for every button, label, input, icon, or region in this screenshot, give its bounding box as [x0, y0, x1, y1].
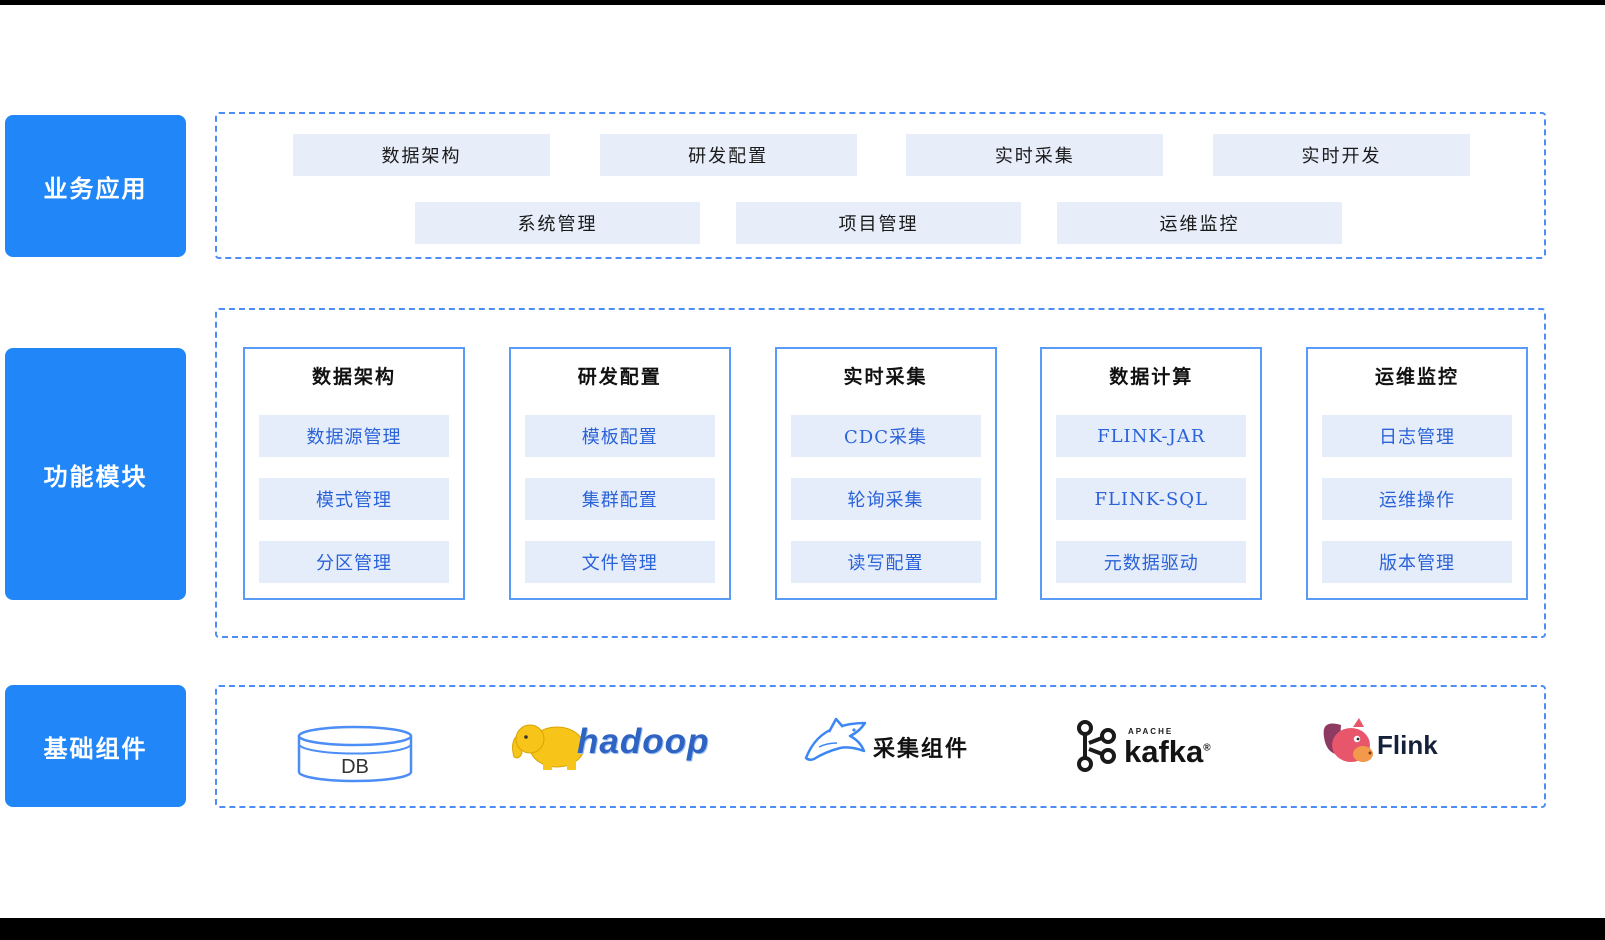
- module-column-data-architecture: 数据架构 数据源管理 模式管理 分区管理: [243, 347, 465, 600]
- module-column-title: 数据计算: [1109, 367, 1194, 388]
- kafka-apache-label: APACHE: [1128, 726, 1174, 736]
- app-chip-dev-config: 研发配置: [599, 134, 857, 176]
- section-label-business-apps: 业务应用: [5, 115, 186, 257]
- module-item: 轮询采集: [790, 478, 981, 520]
- hadoop-wordmark: hadoop: [577, 722, 710, 761]
- db-label: DB: [341, 756, 369, 778]
- module-column-title: 实时采集: [843, 367, 928, 388]
- app-chip-data-architecture: 数据架构: [293, 134, 550, 176]
- function-modules-panel: 数据架构 数据源管理 模式管理 分区管理 研发配置 模板配置 集群配置 文件管理…: [215, 308, 1546, 638]
- registered-mark: ®: [1203, 742, 1211, 754]
- flink-logo: Flink: [1319, 715, 1438, 771]
- base-components-panel: DB hadoop 采集组件: [215, 685, 1546, 808]
- kafka-logo: APACHE kafka®: [1073, 719, 1211, 773]
- section-label-function-modules: 功能模块: [5, 348, 186, 600]
- business-apps-panel: 数据架构 研发配置 实时采集 实时开发 系统管理 项目管理 运维监控: [215, 112, 1546, 259]
- business-apps-row-1: 数据架构 研发配置 实时采集 实时开发: [293, 134, 1470, 176]
- module-column-dev-config: 研发配置 模板配置 集群配置 文件管理: [508, 347, 731, 600]
- section-label-base-components: 基础组件: [5, 685, 186, 807]
- kafka-wordmark: kafka®: [1124, 733, 1211, 769]
- module-item: 版本管理: [1322, 541, 1512, 583]
- module-column-title: 数据架构: [311, 367, 396, 388]
- hadoop-elephant-icon: [512, 724, 585, 770]
- module-item: 读写配置: [790, 541, 981, 583]
- module-item: 运维操作: [1322, 478, 1512, 520]
- top-black-bar: [0, 0, 1605, 5]
- business-apps-row-2: 系统管理 项目管理 运维监控: [415, 202, 1342, 244]
- kafka-wordmark-block: APACHE kafka®: [1124, 726, 1211, 767]
- collector-logo: 采集组件: [799, 713, 969, 771]
- module-item: 集群配置: [524, 478, 715, 520]
- module-column-title: 研发配置: [577, 367, 662, 388]
- module-item: FLINK-SQL: [1056, 478, 1247, 520]
- app-chip-ops-monitor: 运维监控: [1057, 202, 1342, 244]
- bottom-black-bar: [0, 918, 1605, 940]
- module-item: 分区管理: [259, 541, 449, 583]
- module-column-data-compute: 数据计算 FLINK-JAR FLINK-SQL 元数据驱动: [1040, 347, 1263, 600]
- shark-icon: [804, 717, 867, 762]
- module-item: FLINK-JAR: [1056, 415, 1247, 457]
- module-item: 日志管理: [1322, 415, 1512, 457]
- app-chip-system-mgmt: 系统管理: [415, 202, 700, 244]
- module-column-title: 运维监控: [1374, 367, 1459, 388]
- db-logo: DB: [295, 723, 415, 785]
- flink-wordmark: Flink: [1377, 730, 1438, 760]
- module-item: 数据源管理: [259, 415, 449, 457]
- module-column-ops-monitor: 运维监控 日志管理 运维操作 版本管理: [1306, 347, 1528, 600]
- module-item: 文件管理: [524, 541, 715, 583]
- database-cylinder-icon: DB: [297, 725, 413, 783]
- module-item: 模板配置: [524, 415, 715, 457]
- module-item: CDC采集: [790, 415, 981, 457]
- app-chip-realtime-dev: 实时开发: [1212, 134, 1470, 176]
- hadoop-logo: hadoop: [509, 711, 709, 773]
- app-chip-realtime-collect: 实时采集: [906, 134, 1164, 176]
- module-columns: 数据架构 数据源管理 模式管理 分区管理 研发配置 模板配置 集群配置 文件管理…: [243, 347, 1528, 600]
- flink-squirrel-icon: [1323, 718, 1373, 762]
- module-item: 元数据驱动: [1056, 541, 1247, 583]
- module-item: 模式管理: [259, 478, 449, 520]
- module-column-realtime-collect: 实时采集 CDC采集 轮询采集 读写配置: [774, 347, 997, 600]
- app-chip-project-mgmt: 项目管理: [736, 202, 1021, 244]
- kafka-icon: [1077, 720, 1116, 772]
- collector-label: 采集组件: [873, 736, 970, 761]
